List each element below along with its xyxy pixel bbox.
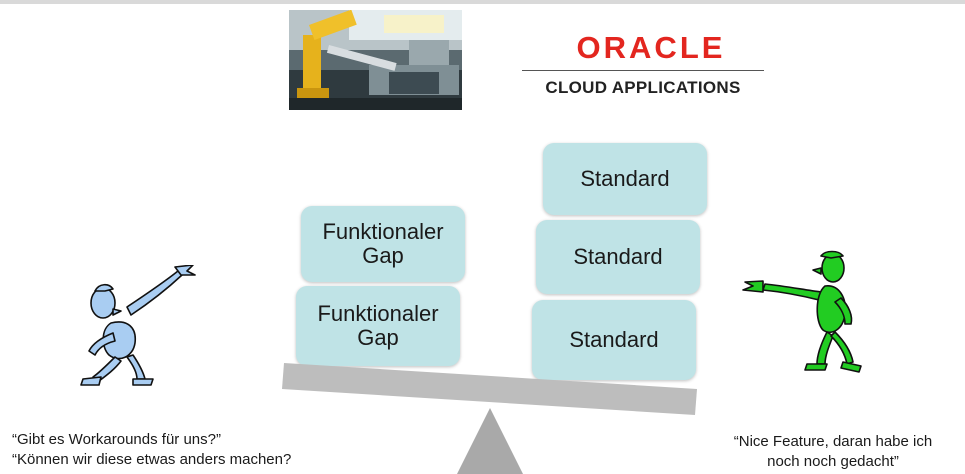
standard-block-bottom: Standard — [532, 300, 696, 380]
left-quote-line-1: “Gibt es Workarounds für uns?” — [12, 431, 221, 448]
gap-block-bottom-label: Funktionaler Gap — [317, 301, 439, 350]
right-quote-line-1: “Nice Feature, daran habe ich — [733, 433, 933, 450]
left-quote-line-2: “Können wir diese etwas anders machen? — [12, 451, 292, 468]
oracle-logo: ORACLE — [576, 30, 726, 65]
standard-block-bottom-label: Standard — [569, 327, 659, 352]
standard-block-top-label: Standard — [580, 166, 670, 191]
gap-block-bottom: Funktionaler Gap — [296, 286, 460, 366]
gap-block-top: Funktionaler Gap — [301, 206, 465, 282]
logo-divider — [522, 70, 764, 71]
standard-block-middle: Standard — [536, 220, 700, 294]
top-divider — [0, 0, 965, 4]
left-quote: “Gibt es Workarounds für uns?” “Können w… — [12, 430, 291, 470]
standard-block-top: Standard — [543, 143, 707, 215]
right-quote-line-2: noch noch gedacht” — [767, 453, 899, 470]
logo-tagline: CLOUD APPLICATIONS — [545, 78, 741, 97]
robot-factory-photo — [289, 10, 462, 110]
pointing-figure-icon — [742, 250, 862, 373]
right-quote: “Nice Feature, daran habe ich noch noch … — [708, 432, 958, 472]
pointing-figure-icon — [80, 265, 196, 386]
standard-block-middle-label: Standard — [573, 244, 663, 269]
gap-block-top-label: Funktionaler Gap — [322, 219, 444, 268]
